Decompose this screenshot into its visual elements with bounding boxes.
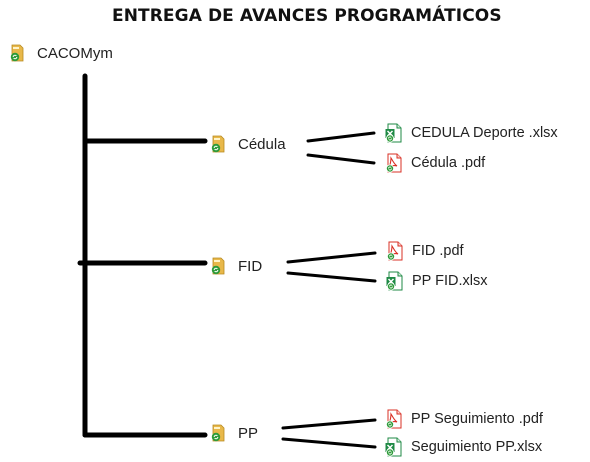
- file-pp-fid-xlsx[interactable]: PP FID.xlsx: [385, 271, 487, 291]
- file-label: CEDULA Deporte .xlsx: [411, 125, 558, 141]
- shared-folder-icon: [210, 423, 230, 443]
- pdf-file-icon: [384, 409, 404, 429]
- file-seguimiento-pp-xlsx[interactable]: Seguimiento PP.xlsx: [384, 437, 542, 457]
- folder-fid-label: FID: [238, 257, 263, 275]
- file-line-pp-2: [281, 437, 377, 449]
- file-label: Seguimiento PP.xlsx: [411, 439, 543, 455]
- excel-file-icon: [384, 437, 404, 457]
- file-label: PP Seguimiento .pdf: [411, 411, 543, 427]
- folder-cedula-label: Cédula: [238, 135, 286, 153]
- file-line-fid-2: [286, 271, 377, 283]
- file-label: FID .pdf: [412, 243, 464, 259]
- folder-cedula[interactable]: Cédula: [210, 134, 286, 154]
- file-cedula-pdf[interactable]: Cédula .pdf: [384, 153, 485, 173]
- file-pp-seguimiento-pdf[interactable]: PP Seguimiento .pdf: [384, 409, 543, 429]
- shared-folder-icon: [210, 134, 230, 154]
- excel-file-icon: [384, 123, 404, 143]
- file-label: Cédula .pdf: [411, 155, 486, 171]
- file-line-fid-1: [286, 251, 377, 264]
- file-line-pp-1: [281, 418, 377, 430]
- file-line-cedula-1: [306, 131, 376, 143]
- file-fid-pdf[interactable]: FID .pdf: [385, 241, 464, 261]
- file-label: PP FID.xlsx: [412, 273, 488, 289]
- page-title: ENTREGA DE AVANCES PROGRAMÁTICOS: [112, 6, 502, 26]
- folder-fid[interactable]: FID: [210, 256, 262, 276]
- folder-root[interactable]: CACOMym: [9, 43, 113, 63]
- shared-folder-icon: [210, 256, 230, 276]
- pdf-file-icon: [384, 153, 404, 173]
- folder-pp[interactable]: PP: [210, 423, 258, 443]
- pdf-file-icon: [385, 241, 405, 261]
- folder-root-label: CACOMym: [37, 44, 113, 62]
- shared-folder-icon: [9, 43, 29, 63]
- file-line-cedula-2: [306, 153, 376, 165]
- file-cedula-deporte-xlsx[interactable]: CEDULA Deporte .xlsx: [384, 123, 558, 143]
- excel-file-icon: [385, 271, 405, 291]
- folder-pp-label: PP: [238, 424, 259, 442]
